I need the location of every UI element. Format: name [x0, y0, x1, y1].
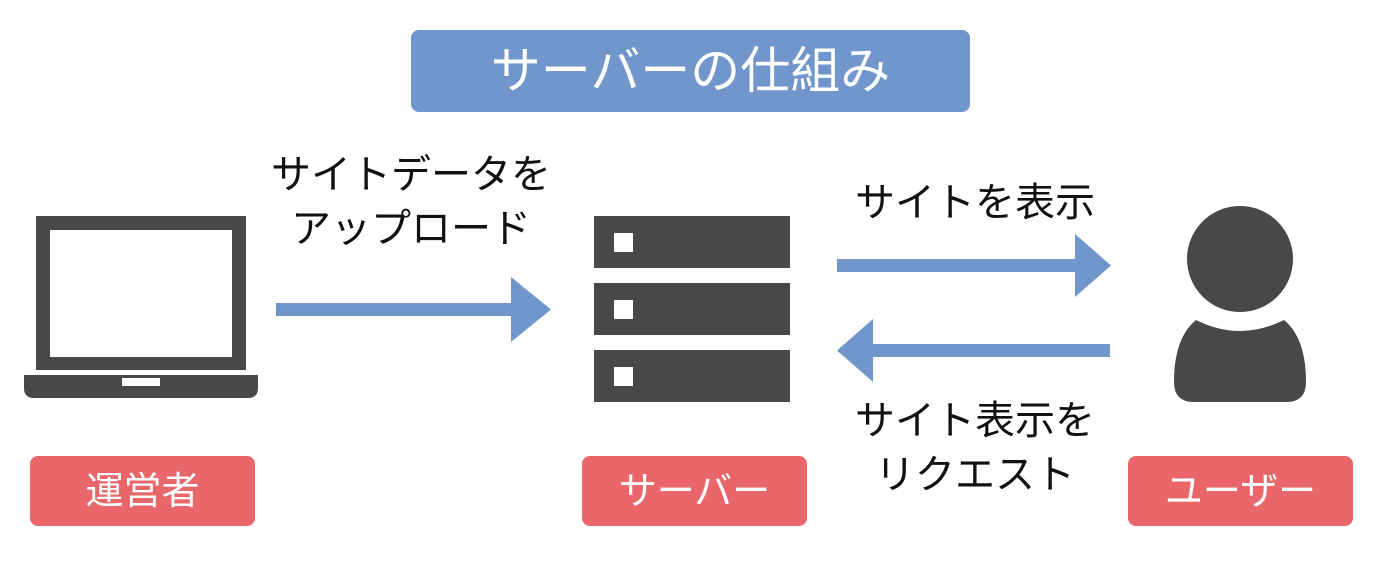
server-label: サーバー	[582, 456, 807, 526]
laptop-icon	[24, 216, 258, 398]
request-arrow	[837, 319, 1110, 382]
operator-label: 運営者	[30, 456, 255, 526]
diagram-title: サーバーの仕組み	[411, 30, 970, 112]
display-caption: サイトを表示	[810, 176, 1140, 230]
request-caption-line2: リクエスト	[875, 452, 1075, 498]
upload-caption-line1: サイトデータを	[271, 152, 551, 198]
user-icon	[1174, 206, 1306, 402]
upload-arrow	[276, 277, 551, 342]
upload-caption-line2: アップロード	[291, 206, 531, 252]
request-caption: サイト表示を リクエスト	[810, 394, 1140, 502]
user-label: ユーザー	[1128, 456, 1353, 526]
upload-caption: サイトデータを アップロード	[236, 148, 586, 256]
server-icon	[594, 216, 790, 402]
display-arrow	[837, 234, 1111, 297]
display-caption-line1: サイトを表示	[855, 180, 1095, 226]
request-caption-line1: サイト表示を	[855, 398, 1095, 444]
